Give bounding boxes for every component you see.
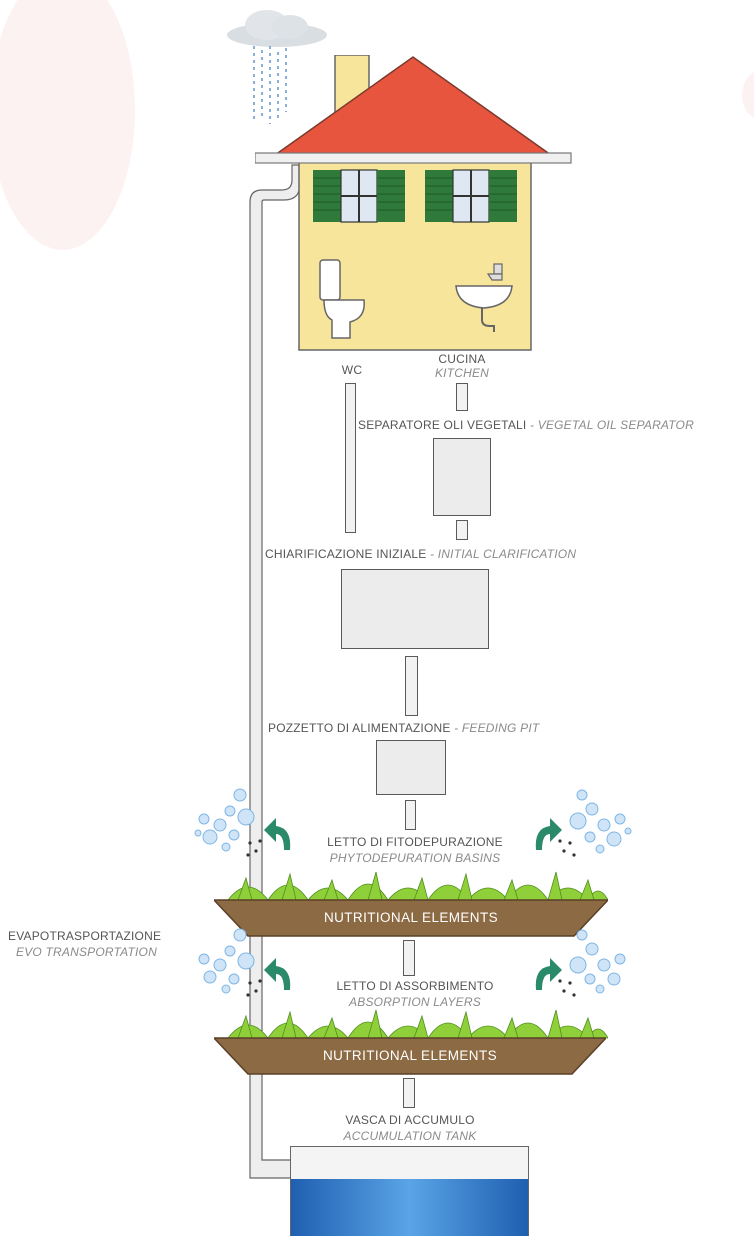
oil-separator-box [433, 438, 491, 516]
absorption-label-en: ABSORPTION LAYERS [300, 995, 530, 1009]
separator-label-en: VEGETAL OIL SEPARATOR [537, 418, 694, 432]
tank-label-en: ACCUMULATION TANK [300, 1129, 520, 1143]
toilet-icon [319, 259, 365, 339]
rain-icon [253, 46, 287, 124]
feeding-pit-label: POZZETTO DI ALIMENTAZIONE - FEEDING PIT [268, 721, 539, 735]
feeding-pit-dash: - [450, 721, 462, 735]
lower-basin-label: NUTRITIONAL ELEMENTS [322, 1048, 498, 1063]
absorption-label-it: LETTO DI ASSORBIMENTO [336, 979, 494, 993]
phyto-label-it: LETTO DI FITODEPURAZIONE [327, 835, 503, 849]
tank-inlet-pipe [403, 1078, 415, 1108]
bubbles-icon [198, 928, 262, 997]
clarification-dash: - [426, 547, 438, 561]
bubbles-icon [558, 789, 632, 857]
clarification-label-en: INITIAL CLARIFICATION [437, 547, 577, 561]
lower-basin: NUTRITIONAL ELEMENTS [214, 1036, 606, 1076]
curved-arrow-icon [535, 958, 562, 990]
house-illustration [254, 54, 572, 351]
background-blob-right [742, 70, 754, 120]
lower-basin-shape [214, 1037, 606, 1075]
clarification-outlet-pipe [405, 656, 418, 716]
clarification-label: CHIARIFICAZIONE INIZIALE - INITIAL CLARI… [265, 547, 576, 561]
absorption-label-en-text: ABSORPTION LAYERS [349, 995, 481, 1009]
house [254, 54, 575, 355]
phyto-label-en: PHYTODEPURATION BASINS [300, 851, 530, 865]
evapo-label-en: EVO TRANSPORTATION [16, 945, 157, 959]
evapo-label-it: EVAPOTRASPORTAZIONE [8, 929, 162, 943]
kitchen-label-it: CUCINA [438, 352, 486, 366]
tank-label-en-text: ACCUMULATION TANK [343, 1129, 477, 1143]
curved-arrow-icon [264, 818, 291, 850]
kitchen-label-en: KITCHEN [422, 366, 502, 380]
curved-arrow-icon [264, 958, 291, 990]
kitchen-label-en-text: KITCHEN [434, 366, 490, 380]
background-blob-left [0, 0, 135, 250]
separator-label: SEPARATORE OLI VEGETALI - VEGETAL OIL SE… [358, 418, 694, 432]
tank-label-it: VASCA DI ACCUMULO [345, 1113, 475, 1127]
feeding-pit-label-it: POZZETTO DI ALIMENTAZIONE [268, 721, 451, 735]
feeding-pit-box [376, 740, 446, 795]
upper-basin: NUTRITIONAL ELEMENTS [214, 898, 608, 938]
bubbles-icon [558, 929, 626, 997]
separator-dash: - [526, 418, 538, 432]
evapo-label-en-text: EVO TRANSPORTATION [16, 945, 157, 959]
basin-connector-pipe [403, 940, 415, 976]
tank-water [291, 1179, 528, 1236]
accumulation-tank [290, 1146, 529, 1236]
clarification-label-it: CHIARIFICAZIONE INIZIALE [265, 547, 427, 561]
separator-outlet-pipe [456, 520, 468, 540]
wc-label: WC [341, 363, 363, 377]
upper-basin-shape [214, 899, 608, 937]
curved-arrow-icon [535, 818, 562, 850]
wc-pipe [345, 383, 356, 533]
sink-icon [455, 263, 513, 332]
phyto-label-en-text: PHYTODEPURATION BASINS [329, 851, 501, 865]
feeding-pit-label-en: FEEDING PIT [461, 721, 540, 735]
cloud-icon [227, 10, 327, 47]
clarification-box [341, 569, 489, 649]
upper-basin-label: NUTRITIONAL ELEMENTS [323, 910, 499, 925]
plant-icon [228, 871, 608, 901]
separator-label-it: SEPARATORE OLI VEGETALI [358, 418, 527, 432]
bubbles-icon [194, 788, 262, 857]
feeding-pit-outlet-pipe [405, 800, 416, 830]
kitchen-pipe [456, 383, 468, 411]
